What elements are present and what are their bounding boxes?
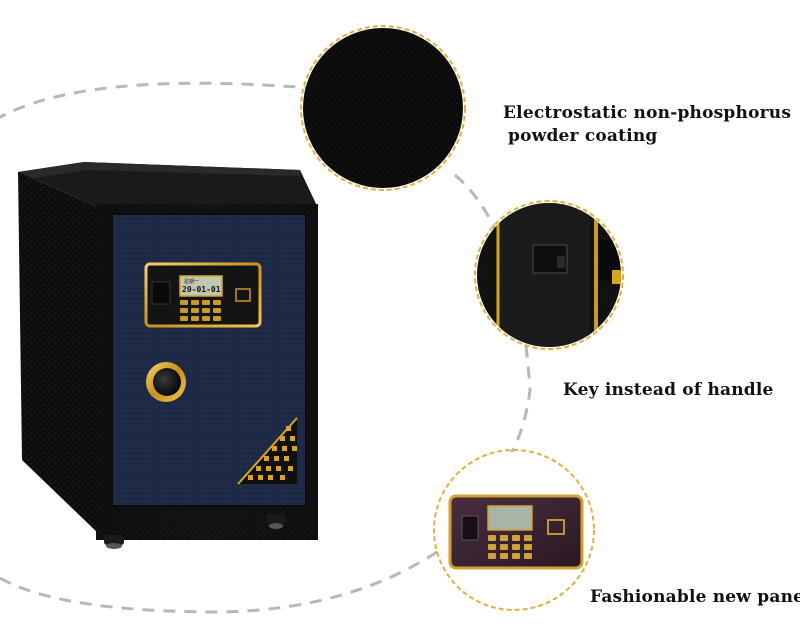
panel-detail-circle bbox=[433, 449, 595, 611]
safe-product bbox=[18, 162, 318, 549]
coating-caption-line2: powder coating bbox=[508, 126, 658, 146]
key-detail-circle bbox=[474, 200, 624, 350]
key-caption: Key instead of handle bbox=[563, 380, 774, 400]
panel-caption: Fashionable new panel bbox=[590, 587, 800, 607]
coating-detail-circle bbox=[300, 25, 466, 191]
coating-caption-line1: Electrostatic non-phosphorus bbox=[503, 103, 792, 123]
